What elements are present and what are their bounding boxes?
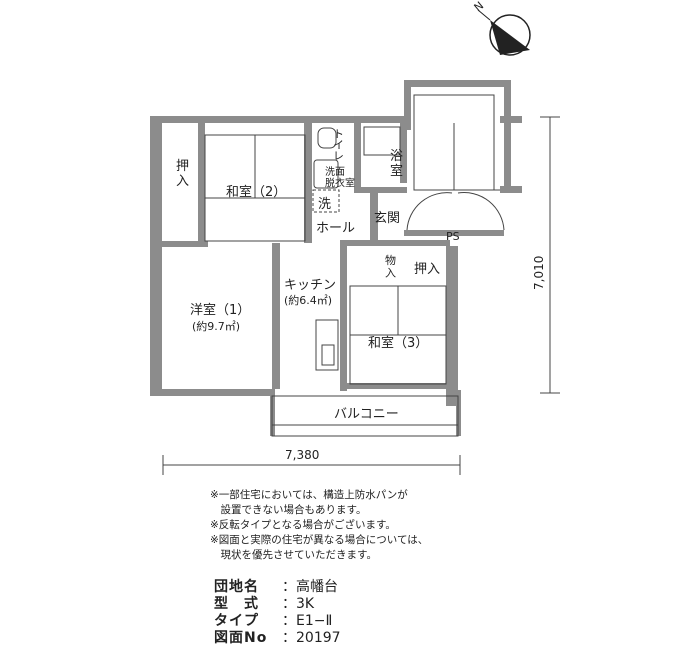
notes: ※一部住宅においては、構造上防水パンが 設置できない場合もあります。 ※反転タイ… <box>210 488 428 563</box>
room-kitchen: キッチン <box>284 278 336 293</box>
note-line: 現状を優先させていただきます。 <box>210 549 377 561</box>
info-table: 団地名 ：高幡台 型 式 ：3K タイプ ：E1−Ⅱ 図面No ：20197 <box>214 579 341 647</box>
note-line: ※図面と実際の住宅が異なる場合については、 <box>210 534 429 546</box>
north-arrow-icon: N <box>472 0 531 56</box>
info-key: タイプ <box>214 613 259 629</box>
room-youshitsu-area: (約9.7㎡) <box>192 319 240 333</box>
note-line: 設置できない場合もあります。 <box>210 504 367 516</box>
room-hall: ホール <box>316 221 355 236</box>
room-oshiire-1: 押入 <box>176 159 189 189</box>
room-mono: 物入 <box>385 253 396 280</box>
info-key: 型 式 <box>214 596 259 612</box>
dimension-width: 7,380 <box>285 448 319 462</box>
room-sentaku: 洗 <box>318 197 331 212</box>
info-row: タイプ ：E1−Ⅱ <box>214 613 341 630</box>
info-value: ：20197 <box>282 630 341 646</box>
info-value: ：E1−Ⅱ <box>282 613 333 629</box>
room-youshitsu-1: 洋室（1） <box>190 302 250 318</box>
note-line: ※一部住宅においては、構造上防水パンが <box>210 489 408 501</box>
dimension-lines <box>162 116 560 475</box>
walls <box>150 80 522 436</box>
north-label: N <box>472 0 487 14</box>
dimension-depth: 7,010 <box>532 256 546 290</box>
info-value: ：高幡台 <box>282 579 338 595</box>
room-genkan: 玄関 <box>374 211 400 226</box>
room-kitchen-area: (約6.4㎡) <box>284 293 332 307</box>
detail-lines <box>204 94 505 437</box>
room-washitsu-2: 和室（2） <box>226 184 286 200</box>
info-key: 団地名 <box>214 579 259 595</box>
note-line: ※反転タイプとなる場合がございます。 <box>210 519 396 531</box>
info-row: 団地名 ：高幡台 <box>214 579 341 596</box>
room-ps: PS <box>446 230 460 243</box>
info-key: 図面No <box>214 630 268 646</box>
room-oshiire-2: 押入 <box>414 262 440 277</box>
room-washitsu-3: 和室（3） <box>368 335 428 351</box>
room-yokushitsu: 浴室 <box>390 149 403 179</box>
info-value: ：3K <box>282 596 315 612</box>
room-toilet: トイレ <box>332 128 345 161</box>
room-balcony: バルコニー <box>334 407 399 422</box>
info-row: 型 式 ：3K <box>214 596 341 613</box>
room-senmen: 洗面脱衣室 <box>325 166 355 190</box>
info-row: 図面No ：20197 <box>214 630 341 647</box>
